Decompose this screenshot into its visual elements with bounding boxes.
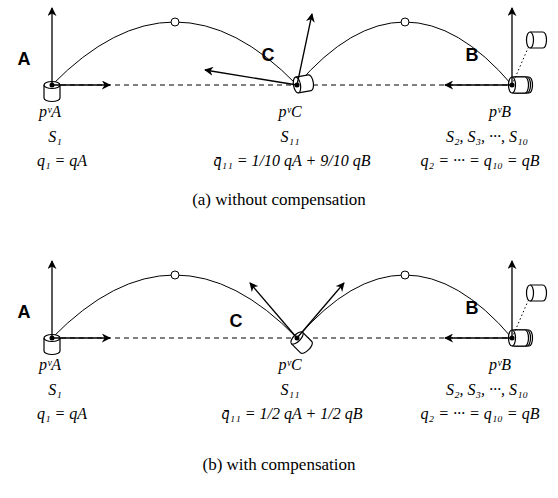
- position-symbol: pᵛA: [39, 103, 61, 121]
- point-name: B: [466, 46, 479, 66]
- sample-name: S₁: [48, 128, 62, 146]
- sample-name: S₂, S₃, ···, S₁₀: [446, 381, 528, 399]
- point-name: A: [18, 50, 31, 70]
- subfigure-caption: (a) without compensation: [192, 191, 366, 210]
- sample-name: S₁₁: [280, 128, 299, 146]
- point-name: B: [466, 299, 479, 319]
- pose-equation: q̄₁₁ = 1/10 qA + 9/10 qB: [214, 152, 371, 170]
- position-symbol: pᵛA: [39, 356, 61, 374]
- sample-name: S₂, S₃, ···, S₁₀: [446, 128, 528, 146]
- point-name: C: [262, 46, 275, 66]
- pose-equation: q₁ = qA: [37, 405, 87, 423]
- position-symbol: pᵛC: [278, 103, 301, 121]
- position-symbol: pᵛB: [489, 103, 511, 121]
- pose-equation: q₁ = qA: [37, 152, 87, 170]
- sample-name: S₁₁: [280, 381, 299, 399]
- point-name: C: [230, 312, 243, 332]
- point-name: A: [18, 303, 31, 323]
- position-symbol: pᵛC: [278, 356, 301, 374]
- sample-name: S₁: [48, 381, 62, 399]
- panel-a: [44, 8, 547, 102]
- pose-equation: q₂ = ··· = q₁₀ = qB: [421, 405, 540, 423]
- panel-b: [44, 261, 547, 355]
- pose-equation: q̄₁₁ = 1/2 qA + 1/2 qB: [222, 405, 363, 423]
- subfigure-caption: (b) with compensation: [203, 456, 356, 475]
- pose-equation: q₂ = ··· = q₁₀ = qB: [421, 152, 540, 170]
- position-symbol: pᵛB: [489, 356, 511, 374]
